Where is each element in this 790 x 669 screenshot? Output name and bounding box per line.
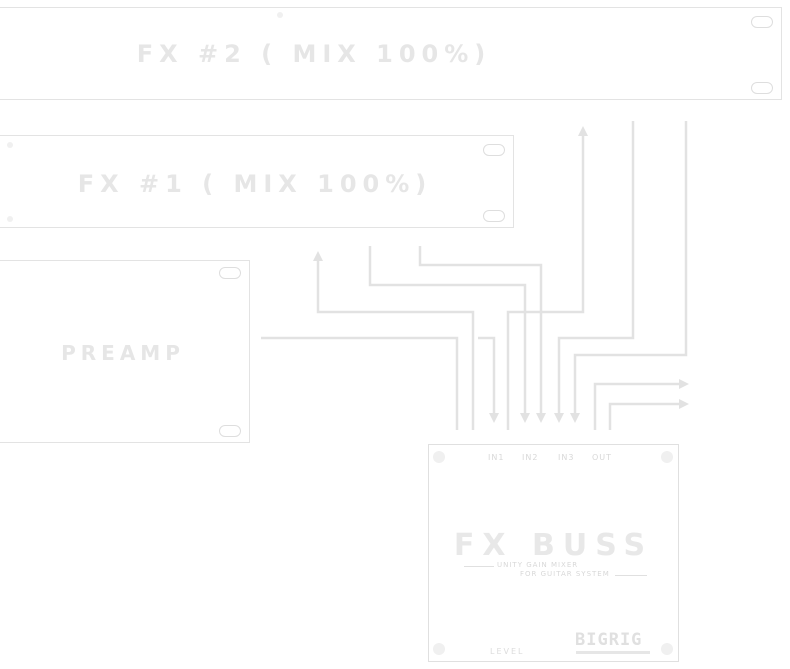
wire-fx2-out-a [554, 121, 635, 423]
jack-in2: IN2 [522, 453, 539, 462]
fx1-rack-slot-bottom [483, 210, 505, 222]
fx1-unit: FX #1 ( MIX 100%) [0, 135, 514, 228]
preamp-rack-slot-bottom [219, 425, 241, 437]
fx-buss-subtitle-2: FOR GUITAR SYSTEM [520, 570, 610, 578]
fx-buss-box [428, 444, 679, 662]
fx1-screw [7, 216, 13, 222]
fx2-screw [277, 12, 283, 18]
wire-preamp-out [261, 336, 459, 430]
fx1-label: FX #1 ( MIX 100%) [77, 170, 433, 198]
fx1-screw [7, 142, 13, 148]
wire-fx1-out-a [368, 246, 530, 423]
preamp-label: PREAMP [61, 341, 185, 365]
buss-corner-screw [661, 451, 673, 463]
preamp-unit: PREAMP [0, 260, 250, 443]
wire-fx1-out-b [418, 246, 546, 423]
brand-logo: BIGRIG [575, 630, 643, 650]
fx-buss-subtitle-1: UNITY GAIN MIXER [497, 561, 579, 569]
jack-out: OUT [592, 453, 613, 462]
brand-underline [576, 651, 650, 654]
buss-corner-screw [433, 451, 445, 463]
fx-buss-text-layer: FX BUSS [428, 0, 679, 669]
jack-in1: IN1 [488, 453, 505, 462]
subtitle-rule-left [464, 566, 494, 567]
fx-buss-title: FX BUSS [453, 528, 654, 563]
subtitle-rule-right [615, 575, 647, 576]
level-label: LEVEL [490, 647, 525, 656]
wire-fx2-out-b [570, 121, 688, 423]
fx1-rack-slot-top [483, 144, 505, 156]
wire-output-b [608, 399, 689, 430]
fx2-rack-slot-top [751, 16, 773, 28]
buss-corner-screw [661, 643, 673, 655]
jack-in3: IN3 [558, 453, 575, 462]
fx2-unit: FX #2 ( MIX 100%) [0, 7, 782, 100]
wire-to-fx1-in [313, 251, 475, 430]
fx2-label: FX #2 ( MIX 100%) [136, 40, 492, 68]
fx2-rack-slot-bottom [751, 82, 773, 94]
preamp-rack-slot-top [219, 267, 241, 279]
wire-send-fx2 [506, 126, 588, 430]
wire-to-fx2-in [478, 336, 499, 423]
wire-output-a [593, 379, 689, 430]
buss-corner-screw [433, 643, 445, 655]
